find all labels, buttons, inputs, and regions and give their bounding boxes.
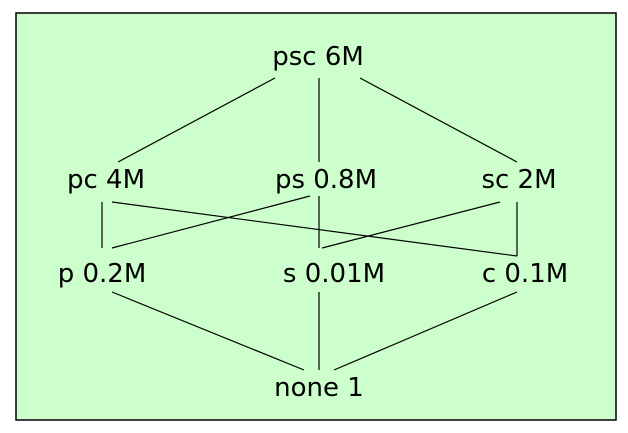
edge-psc-sc — [359, 77, 518, 163]
edge-group — [101, 77, 518, 371]
node-s: s 0.01M — [283, 259, 385, 289]
edge-pc-c — [111, 201, 518, 257]
node-p: p 0.2M — [58, 259, 147, 289]
node-c: c 0.1M — [482, 259, 568, 289]
diagram-frame — [15, 12, 617, 421]
edge-c-none — [333, 291, 518, 371]
edge-sc-s — [321, 201, 501, 249]
edge-psc-pc — [117, 77, 276, 163]
edge-p-none — [111, 291, 305, 371]
node-ps: ps 0.8M — [275, 165, 377, 195]
node-pc: pc 4M — [67, 165, 145, 195]
node-psc: psc 6M — [272, 42, 364, 72]
edge-ps-p — [111, 195, 311, 249]
node-none: none 1 — [274, 373, 364, 403]
node-sc: sc 2M — [481, 165, 556, 195]
